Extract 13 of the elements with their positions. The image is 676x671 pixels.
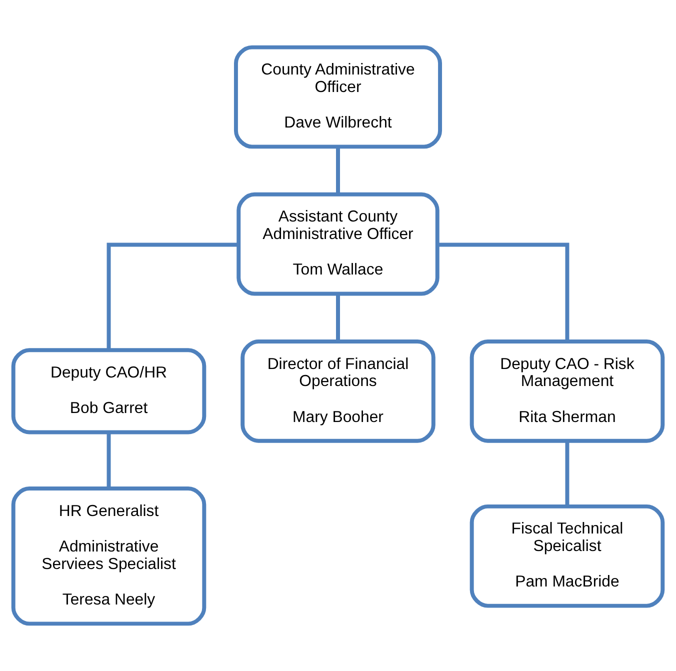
node-box: County Administrative Officer Dave Wilbrecht [234, 45, 442, 149]
connector [336, 146, 340, 194]
node-box: HR Generalist Administrative Serviees Specialist Teresa Neely [11, 486, 206, 626]
node-box: Assistant County Administrative Officer Tom Wallace [236, 192, 440, 296]
node-box: Deputy CAO/HR Bob Garret [11, 348, 206, 434]
connector [106, 432, 111, 489]
node-box: Fiscal Technical Speicalist Pam MacBride [470, 504, 665, 608]
connector [438, 242, 570, 342]
connector [336, 294, 340, 342]
node-box: Director of Financial Operations Mary Booher [240, 339, 436, 443]
connector [106, 242, 238, 350]
node-box: Deputy CAO - Risk Management Rita Sherman [470, 339, 665, 443]
connector [565, 441, 570, 506]
